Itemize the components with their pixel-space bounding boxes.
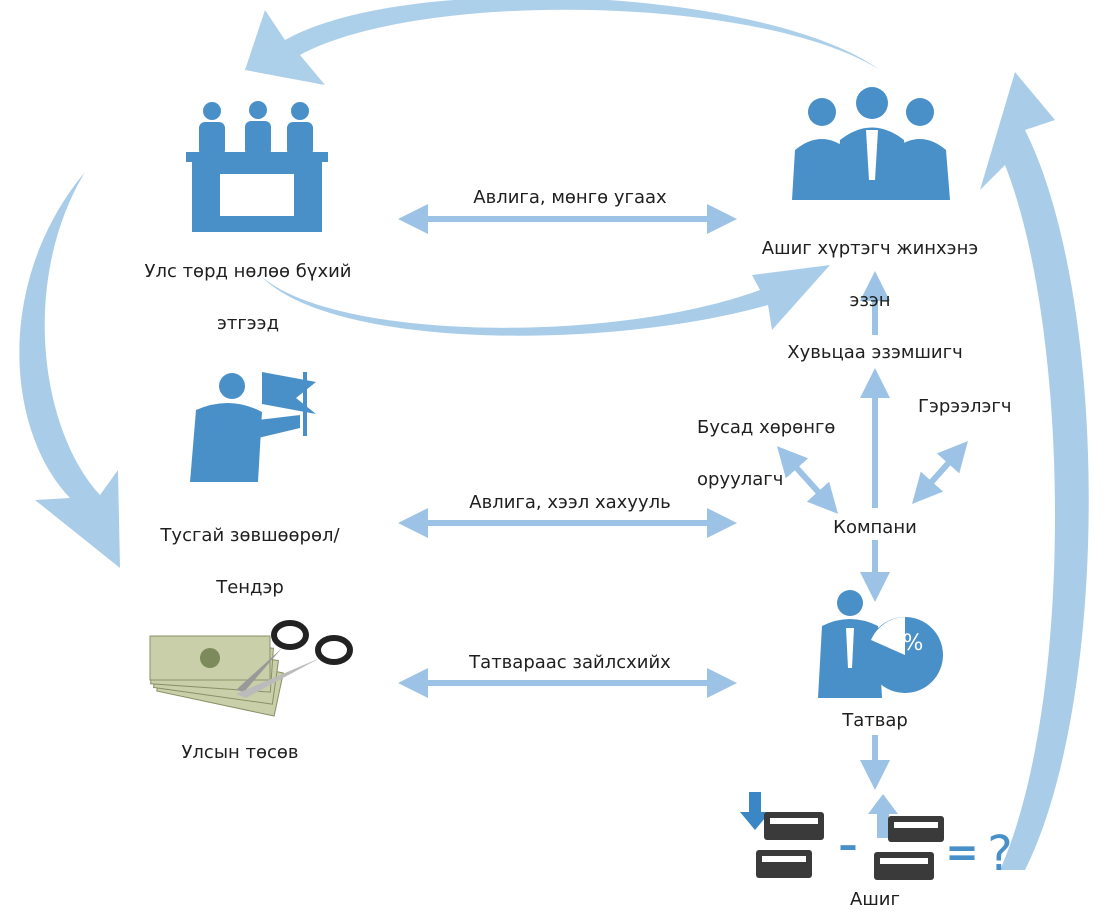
other-investor-label: Бусад хөрөнгө оруулагч: [697, 389, 897, 519]
money-scissors-icon: [149, 620, 353, 717]
company-label: Компани: [833, 517, 917, 538]
businessmen-group-icon: [792, 87, 950, 200]
other-investor-line1: Бусад хөрөнгө: [697, 417, 836, 438]
tax-percent-text: %: [903, 631, 924, 656]
license-tender-line2: Тендэр: [216, 577, 284, 598]
beneficial-owner-line2: эзэн: [849, 290, 891, 311]
corruption-laundering-label: Авлига, мөнгө угаах: [473, 187, 667, 208]
equals-sign: =: [945, 830, 979, 876]
tax-evasion-label: Татвараас зайлсхийх: [469, 652, 671, 673]
other-investor-line2: оруулагч: [697, 469, 784, 490]
minus-sign: –: [839, 823, 858, 867]
up-arrow-icon: [868, 794, 898, 838]
question-mark: ?: [987, 826, 1012, 882]
right-arc-arrow: [980, 72, 1089, 870]
man-with-flag-icon: [190, 372, 316, 482]
down-arrow-icon: [740, 792, 770, 830]
tax-label: Татвар: [842, 710, 908, 731]
profit-equation-icon: – = ?: [740, 792, 1013, 882]
beneficial-owner-label: Ашиг хүртэгч жинхэнэ эзэн: [730, 210, 1010, 340]
top-arc-arrow: [245, 0, 880, 85]
state-influence-label: Улс төрд нөлөө бүхий этгээд: [118, 233, 378, 363]
arrow-company-contractor: [912, 441, 968, 504]
contractor-label: Гэрээлэгч: [918, 396, 1012, 417]
state-influence-line1: Улс төрд нөлөө бүхий: [144, 261, 352, 282]
profit-label: Ашиг: [850, 889, 900, 910]
tax-man-icon: [818, 590, 943, 698]
corruption-bribery-label: Авлига, хээл хахууль: [469, 492, 671, 513]
shareholder-label: Хувьцаа эзэмшигч: [787, 342, 963, 363]
license-tender-label: Тусгай зөвшөөрөл/ Тендэр: [120, 497, 380, 627]
podium-people-icon: [186, 101, 328, 232]
license-tender-line1: Тусгай зөвшөөрөл/: [160, 525, 340, 546]
middle-arc-arrow: [260, 265, 830, 336]
left-arc-arrow: [19, 172, 120, 568]
relation-arrows: [398, 204, 968, 790]
arrow-company-investor: [776, 446, 839, 514]
flow-swooshes: [19, 0, 1089, 870]
state-influence-line2: этгээд: [216, 313, 280, 334]
beneficial-owner-line1: Ашиг хүртэгч жинхэнэ: [761, 238, 979, 259]
state-budget-label: Улсын төсөв: [181, 742, 299, 763]
